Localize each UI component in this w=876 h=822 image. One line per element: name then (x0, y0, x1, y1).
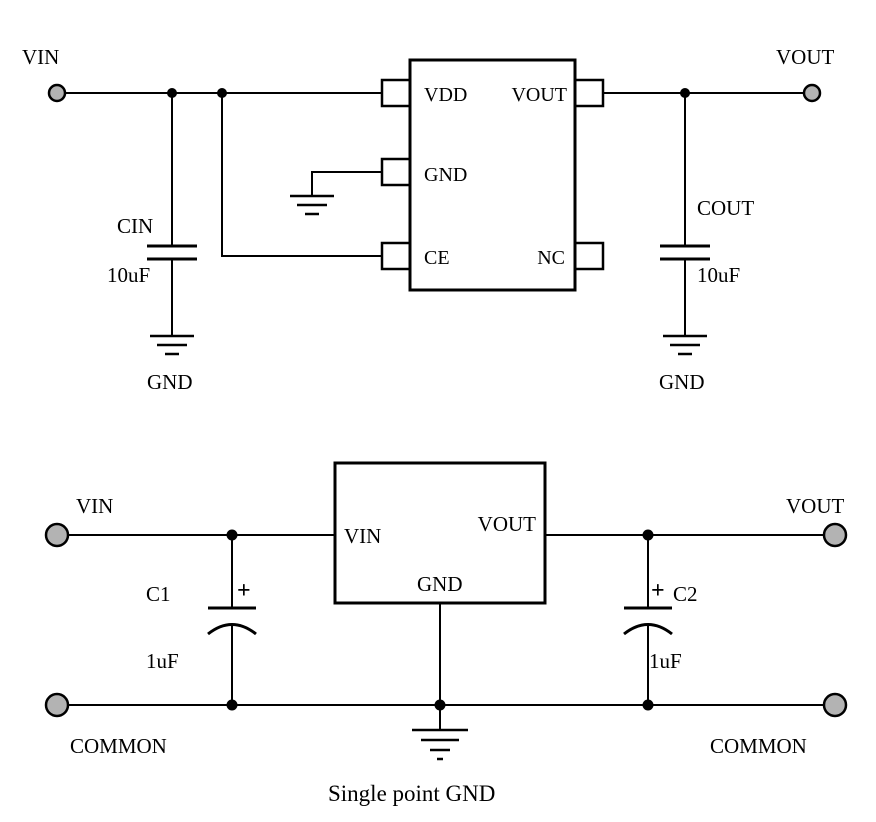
c2-name-label: C2 (673, 582, 698, 606)
ic-body (333, 461, 547, 605)
pin-label-ce: CE (424, 247, 450, 269)
vout-terminal (822, 522, 848, 548)
pin-label-gnd: GND (424, 164, 467, 186)
junction-dot (217, 88, 227, 98)
cin-gnd-label: GND (147, 370, 193, 394)
cin-capacitor (147, 92, 197, 337)
ground-symbol-right (663, 334, 707, 356)
common-left-label: COMMON (70, 734, 167, 758)
regulator-ic-bottom: VIN VOUT GND (333, 461, 547, 605)
regulator-ic: VDD VOUT GND CE NC (380, 58, 605, 292)
ground-symbol-gnd-pin (290, 194, 334, 216)
vout-label: VOUT (786, 494, 844, 518)
vout-terminal (802, 83, 822, 103)
c1-value-label: 1uF (146, 649, 179, 673)
pin-label-vout: VOUT (511, 84, 567, 106)
cout-name-label: COUT (697, 196, 754, 220)
pin-label-vdd: VDD (424, 84, 467, 106)
ground-symbol-left (150, 334, 194, 356)
single-point-gnd-label: Single point GND (328, 781, 495, 806)
c2-polarity-plus: + (651, 578, 665, 604)
pin-label-vout: VOUT (478, 512, 536, 536)
pin-nc (573, 241, 605, 271)
c1-capacitor (207, 534, 257, 706)
cout-gnd-label: GND (659, 370, 705, 394)
pin-gnd (380, 157, 412, 187)
vout-label: VOUT (776, 45, 834, 69)
pin-label-nc: NC (537, 247, 565, 269)
cin-name-label: CIN (117, 214, 153, 238)
c1-polarity-plus: + (237, 578, 251, 604)
pin-vdd (380, 78, 412, 108)
c1-name-label: C1 (146, 582, 171, 606)
c2-value-label: 1uF (649, 649, 682, 673)
cout-value-label: 10uF (697, 263, 740, 287)
ce-wire (221, 92, 384, 257)
pin-ce (380, 241, 412, 271)
gnd-pin-wire (311, 171, 384, 197)
cout-capacitor (660, 92, 710, 337)
vin-terminal (44, 522, 70, 548)
junction-dot (434, 699, 446, 711)
vin-terminal (47, 83, 67, 103)
vin-label: VIN (76, 494, 113, 518)
ground-symbol-single-point (412, 728, 468, 761)
pin-label-gnd: GND (417, 572, 463, 596)
ic-body (408, 58, 577, 292)
top-circuit: VDD VOUT GND CE NC VIN VOUT CIN 10uF GND… (22, 45, 834, 394)
c2-capacitor (623, 534, 673, 706)
pin-vout (573, 78, 605, 108)
vin-label: VIN (22, 45, 59, 69)
common-terminal-left (44, 692, 70, 718)
pin-label-vin: VIN (344, 524, 381, 548)
common-terminal-right (822, 692, 848, 718)
common-right-label: COMMON (710, 734, 807, 758)
cin-value-label: 10uF (107, 263, 150, 287)
bottom-circuit: VIN VOUT GND VIN VOUT C1 + 1uF + C2 1uF … (44, 461, 848, 806)
